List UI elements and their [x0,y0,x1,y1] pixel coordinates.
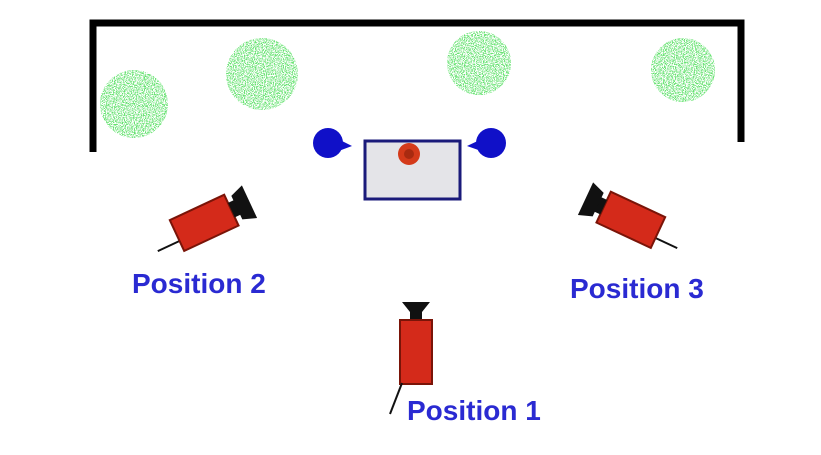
chair-right [467,128,506,158]
plant-2 [226,38,298,110]
camera-position-1 [389,302,433,415]
plant-4 [651,38,715,102]
table-centerpiece-inner [404,149,414,159]
plant-3 [447,31,511,95]
label-position-1: Position 1 [407,395,541,426]
back-wall [89,19,745,152]
label-position-2: Position 2 [132,268,266,299]
camera-position-2 [157,185,258,253]
plants [100,31,715,138]
plant-1 [100,70,168,138]
chair-left [313,128,352,158]
label-position-3: Position 3 [570,273,704,304]
camera-position-3 [577,182,678,250]
